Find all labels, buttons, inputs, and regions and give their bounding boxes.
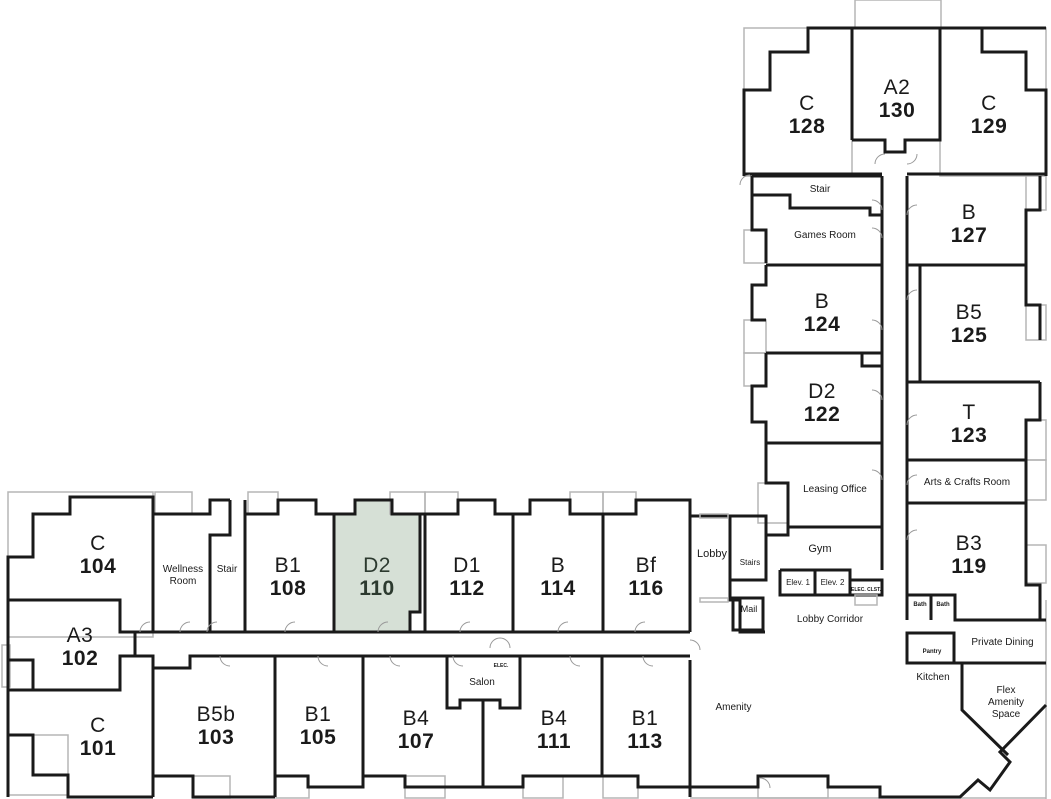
unit-113[interactable]: B1 113 [605, 705, 685, 755]
flex-amenity-space-label: Flex Amenity Space [978, 685, 1034, 721]
unit-130[interactable]: A2 130 [857, 74, 937, 124]
gym-label: Gym [808, 543, 832, 555]
unit-type: A2 [883, 75, 911, 99]
unit-type: B1 [631, 706, 659, 730]
flex-amenity-space-line-2: Amenity [987, 697, 1025, 708]
unit-type: B1 [274, 553, 302, 577]
bath-2-label: Bath [936, 602, 950, 608]
games-room-label: Games Room [794, 230, 856, 241]
unit-101[interactable]: C 101 [58, 712, 138, 762]
unit-127[interactable]: B 127 [929, 199, 1009, 249]
unit-number: 127 [950, 223, 988, 247]
unit-number: 123 [950, 423, 988, 447]
mail-label: Mail [740, 604, 758, 614]
flex-amenity-space-line-1: Flex [996, 685, 1016, 696]
unit-number: 124 [803, 312, 841, 336]
elevator-1-label: Elev. 1 [786, 578, 810, 587]
flex-amenity-space-line-3: Space [991, 709, 1021, 720]
unit-type: A3 [66, 623, 94, 647]
unit-number: 108 [269, 576, 307, 600]
unit-125[interactable]: B5 125 [929, 299, 1009, 349]
unit-number: 101 [79, 736, 117, 760]
unit-number: 111 [536, 729, 572, 753]
unit-111[interactable]: B4 111 [514, 705, 594, 755]
pantry-label: Pantry [922, 649, 942, 655]
unit-number: 110 [359, 576, 395, 600]
unit-type: C [90, 713, 106, 737]
unit-number: 119 [951, 554, 987, 578]
elec-closet-label: ELEC. CLST. [851, 587, 882, 593]
amenity-label: Amenity [715, 702, 752, 713]
unit-type: B4 [402, 706, 430, 730]
stair-north-label: Stair [809, 184, 831, 195]
wellness-room-label: Wellness Room [162, 564, 204, 587]
unit-number: 130 [878, 98, 916, 122]
bath-1-label: Bath [913, 602, 927, 608]
unit-110-highlight [334, 500, 420, 632]
unit-116[interactable]: Bf 116 [606, 552, 686, 602]
elec-label: ELEC. [493, 663, 509, 669]
unit-type: B5b [196, 702, 236, 726]
kitchen-label: Kitchen [916, 672, 950, 683]
unit-110[interactable]: D2 110 [337, 552, 417, 602]
unit-type: D2 [808, 379, 836, 403]
unit-number: 113 [627, 729, 663, 753]
unit-type: C [799, 91, 815, 115]
unit-number: 122 [803, 402, 841, 426]
unit-122[interactable]: D2 122 [782, 378, 862, 428]
unit-type: B [550, 553, 566, 577]
unit-number: 103 [197, 725, 235, 749]
unit-102[interactable]: A3 102 [40, 622, 120, 672]
unit-number: 125 [950, 323, 988, 347]
unit-number: 129 [970, 114, 1008, 138]
lobby-label: Lobby [697, 548, 727, 560]
unit-type: D1 [453, 553, 481, 577]
private-dining-label: Private Dining [971, 637, 1034, 648]
unit-type: B [961, 200, 977, 224]
unit-number: 102 [61, 646, 99, 670]
unit-number: 105 [299, 725, 337, 749]
unit-104[interactable]: C 104 [58, 530, 138, 580]
unit-type: B3 [955, 531, 983, 555]
leasing-office-label: Leasing Office [803, 484, 867, 495]
unit-type: B1 [304, 702, 332, 726]
unit-119[interactable]: B3 119 [929, 530, 1009, 580]
unit-type: T [962, 400, 976, 424]
unit-type: B5 [955, 300, 983, 324]
unit-type: B4 [540, 706, 568, 730]
unit-number: 114 [540, 576, 576, 600]
unit-114[interactable]: B 114 [518, 552, 598, 602]
stair-west-label: Stair [216, 564, 238, 575]
unit-128[interactable]: C 128 [767, 90, 847, 140]
unit-112[interactable]: D1 112 [427, 552, 507, 602]
unit-number: 104 [79, 554, 117, 578]
unit-type: D2 [363, 553, 391, 577]
unit-type: C [981, 91, 997, 115]
elevator-2-label: Elev. 2 [820, 578, 845, 587]
salon-label: Salon [469, 677, 495, 688]
unit-type: B [814, 289, 830, 313]
unit-number: 107 [397, 729, 435, 753]
stairs-label: Stairs [739, 558, 761, 567]
unit-105[interactable]: B1 105 [278, 701, 358, 751]
unit-108[interactable]: B1 108 [248, 552, 328, 602]
arts-crafts-room-label: Arts & Crafts Room [923, 477, 1011, 488]
unit-number: 128 [788, 114, 826, 138]
unit-number: 116 [628, 576, 664, 600]
unit-number: 112 [449, 576, 485, 600]
unit-type: C [90, 531, 106, 555]
unit-123[interactable]: T 123 [929, 399, 1009, 449]
lobby-corridor-label: Lobby Corridor [796, 614, 864, 625]
unit-129[interactable]: C 129 [949, 90, 1029, 140]
unit-type: Bf [635, 553, 657, 577]
unit-103[interactable]: B5b 103 [176, 701, 256, 751]
unit-107[interactable]: B4 107 [376, 705, 456, 755]
unit-124[interactable]: B 124 [782, 288, 862, 338]
